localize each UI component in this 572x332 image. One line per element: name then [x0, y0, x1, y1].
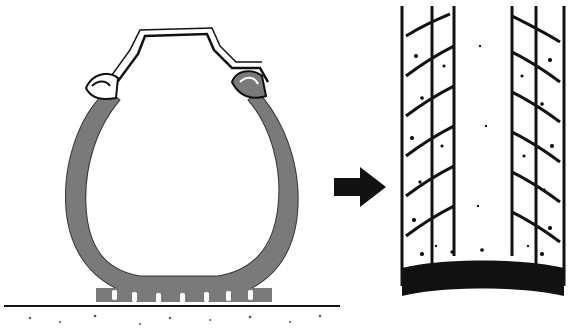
right-tread-blocks	[512, 6, 560, 266]
ground-texture	[29, 315, 321, 325]
worn-tread-pattern	[392, 6, 572, 306]
tire-body	[65, 90, 298, 296]
left-tread-blocks	[406, 6, 454, 266]
tire-cross-section-svg	[0, 0, 340, 332]
tire-cross-section	[0, 0, 340, 332]
worn-band-speckle	[420, 245, 544, 256]
right-arrow-icon	[330, 165, 390, 209]
tread-svg	[392, 6, 572, 306]
right-bead	[232, 71, 266, 98]
worn-band	[402, 261, 564, 297]
left-bead	[86, 74, 118, 99]
